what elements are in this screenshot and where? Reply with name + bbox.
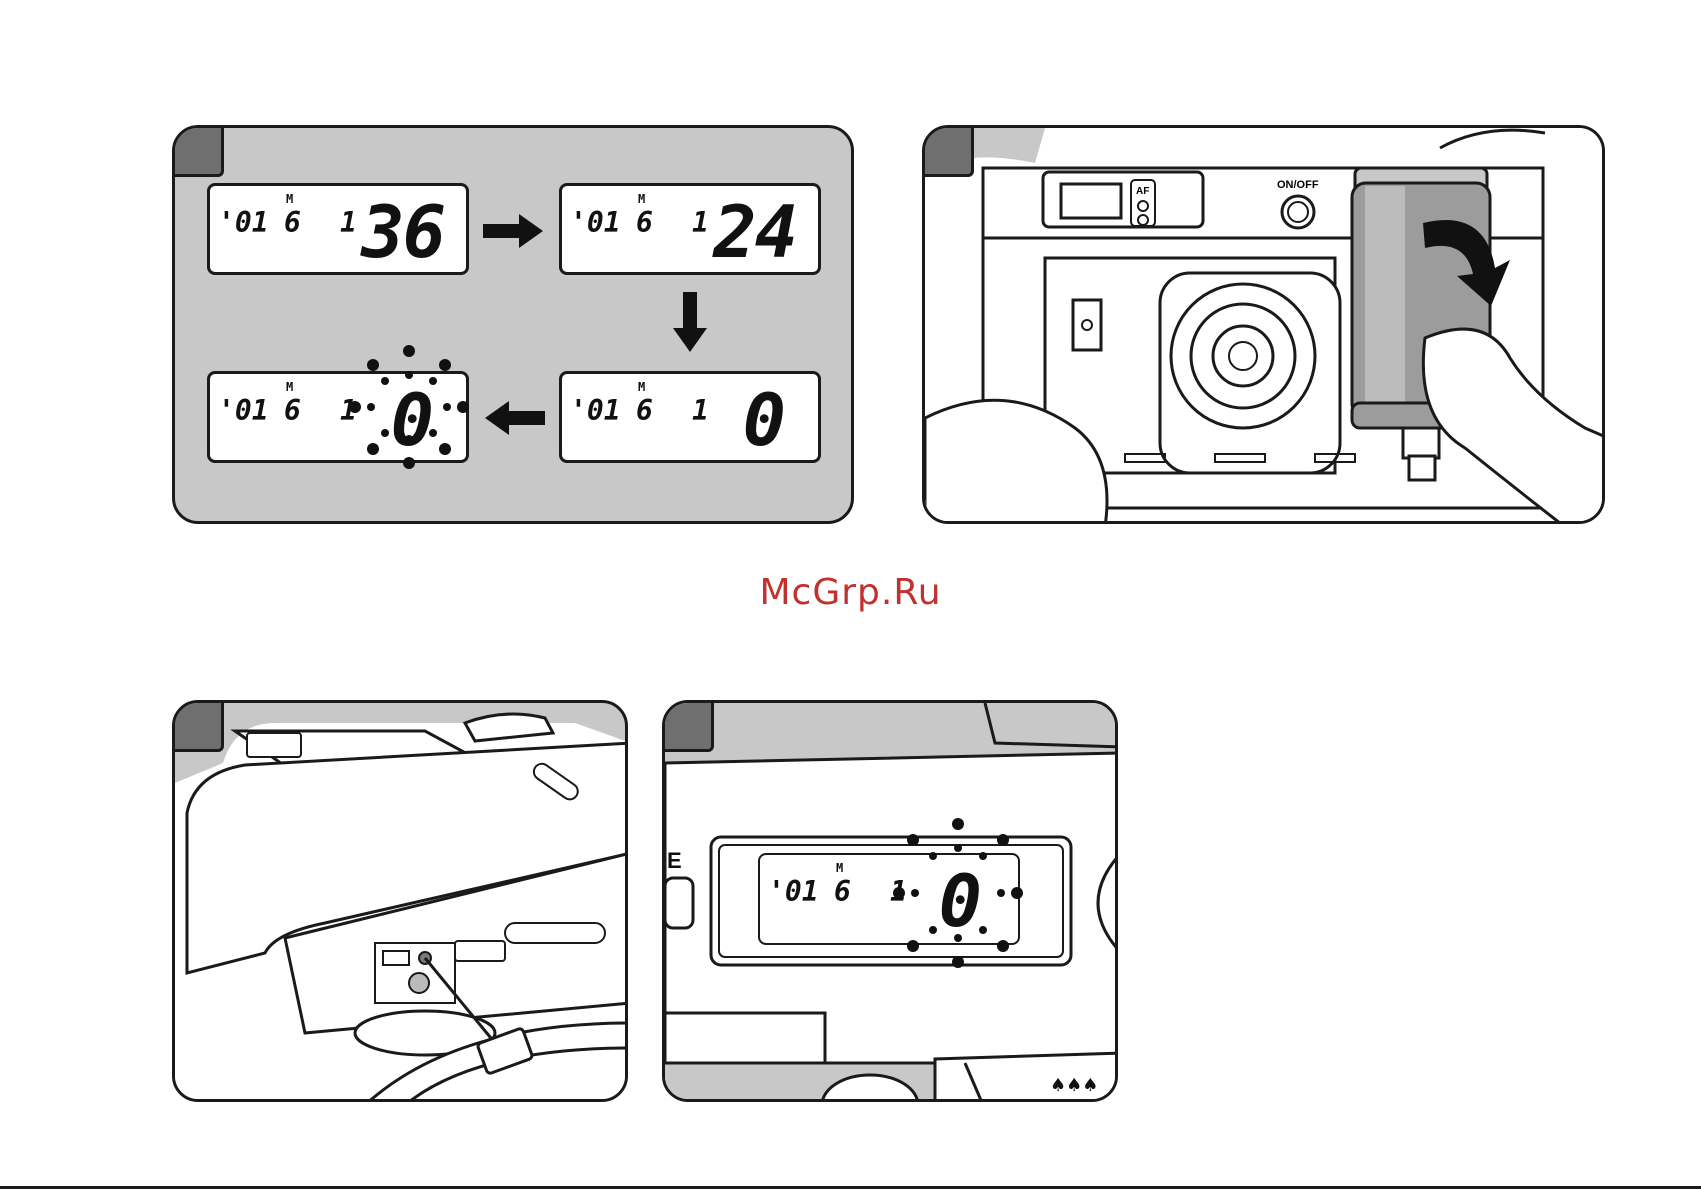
panel-number-tab bbox=[665, 703, 714, 752]
panel-film-loading: AF ON/OFF bbox=[922, 125, 1605, 524]
panel-camera-underside bbox=[172, 700, 628, 1102]
watermark-text: McGrp.Ru bbox=[0, 572, 1701, 613]
lcd-month: 6 bbox=[284, 206, 301, 239]
panel-top-lcd: E ♠♠♠ '01 M 6 1 0 bbox=[662, 700, 1118, 1102]
lcd-display-24: '01 M 6 1 24 bbox=[559, 183, 821, 275]
lcd-month: 6 bbox=[834, 875, 851, 908]
camera-illustration bbox=[175, 703, 628, 1102]
arrow-left-icon bbox=[483, 401, 545, 435]
edge-letter: E bbox=[667, 848, 682, 873]
af-label: AF bbox=[1136, 186, 1149, 197]
lcd-month-mark: M bbox=[286, 192, 293, 206]
panel-number-tab bbox=[175, 703, 224, 752]
lcd-year: '01 bbox=[218, 206, 269, 239]
lcd-frame-counter: 0 bbox=[743, 378, 784, 462]
camera-back-illustration: AF ON/OFF bbox=[925, 128, 1605, 524]
lcd-month: 6 bbox=[636, 394, 653, 427]
lcd-month-mark: M bbox=[286, 380, 293, 394]
lcd-display-36: '01 M 6 1 36 bbox=[207, 183, 469, 275]
lcd-year: '01 bbox=[218, 394, 269, 427]
blink-dots-icon bbox=[349, 345, 479, 469]
lcd-month-mark: M bbox=[638, 192, 645, 206]
onoff-label: ON/OFF bbox=[1277, 179, 1319, 191]
lcd-month: 6 bbox=[636, 206, 653, 239]
lcd-frame-counter: 36 bbox=[361, 190, 444, 274]
arrow-right-icon bbox=[483, 214, 545, 248]
lcd-display-0: '01 M 6 1 0 bbox=[559, 371, 821, 463]
lcd-month-mark: M bbox=[836, 861, 843, 875]
lcd-year: '01 bbox=[768, 875, 819, 908]
arrow-down-icon bbox=[673, 292, 707, 354]
mode-icon: ♠♠♠ bbox=[1050, 1075, 1098, 1096]
lcd-year: '01 bbox=[570, 206, 621, 239]
lcd-day: 1 bbox=[692, 206, 709, 239]
lcd-month: 6 bbox=[284, 394, 301, 427]
lcd-year: '01 bbox=[570, 394, 621, 427]
panel-number-tab bbox=[175, 128, 224, 177]
panel-counter-sequence: '01 M 6 1 36 '01 M 6 1 24 '01 M 6 1 0 bbox=[172, 125, 854, 524]
panel-number-tab bbox=[925, 128, 974, 177]
lcd-month-mark: M bbox=[638, 380, 645, 394]
lcd-frame-counter: 24 bbox=[713, 190, 796, 274]
blink-dots-icon bbox=[893, 818, 1023, 968]
lcd-day: 1 bbox=[340, 206, 357, 239]
lcd-day: 1 bbox=[692, 394, 709, 427]
